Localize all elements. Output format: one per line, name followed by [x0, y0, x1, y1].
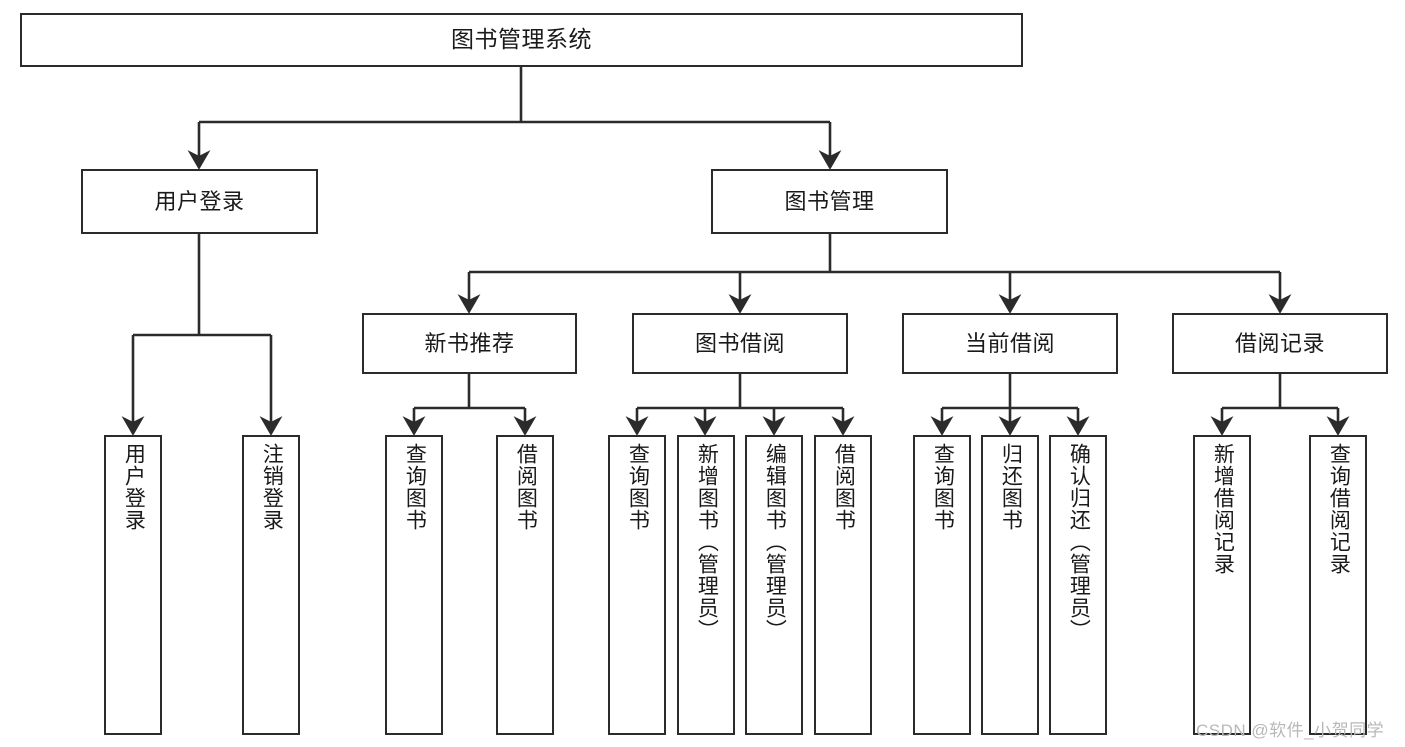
node-book-borrow[interactable]: 图书借阅 [632, 313, 848, 374]
leaf-add-borrow-record[interactable]: 新增借阅记录 [1193, 435, 1251, 735]
node-label: 新增图书（管理员） [695, 443, 719, 641]
leaf-borrow-book[interactable]: 借阅图书 [814, 435, 872, 735]
leaf-borrow-book-recommend[interactable]: 借阅图书 [496, 435, 554, 735]
leaf-confirm-return-admin[interactable]: 确认归还（管理员） [1049, 435, 1107, 735]
leaf-query-book-borrow[interactable]: 查询图书 [608, 435, 666, 735]
node-book-management[interactable]: 图书管理 [711, 169, 948, 234]
node-label: 用户登录 [122, 443, 146, 531]
node-label: 查询借阅记录 [1327, 443, 1351, 575]
node-label: 编辑图书（管理员） [763, 443, 787, 641]
leaf-add-book-admin[interactable]: 新增图书（管理员） [677, 435, 735, 735]
node-label: 归还图书 [999, 443, 1023, 531]
node-user-login[interactable]: 用户登录 [81, 169, 318, 234]
node-label: 查询图书 [626, 443, 650, 531]
node-current-borrow[interactable]: 当前借阅 [902, 313, 1118, 374]
node-root-system[interactable]: 图书管理系统 [20, 13, 1023, 67]
leaf-user-login[interactable]: 用户登录 [104, 435, 162, 735]
node-label: 用户登录 [154, 188, 245, 214]
node-label: 图书借阅 [694, 330, 785, 356]
leaf-query-book-recommend[interactable]: 查询图书 [385, 435, 443, 735]
node-label: 借阅记录 [1234, 330, 1325, 356]
leaf-query-book-current[interactable]: 查询图书 [913, 435, 971, 735]
leaf-return-book[interactable]: 归还图书 [981, 435, 1039, 735]
node-label: 注销登录 [260, 443, 284, 531]
node-borrow-record[interactable]: 借阅记录 [1172, 313, 1388, 374]
node-new-book-recommend[interactable]: 新书推荐 [362, 313, 577, 374]
node-label: 图书管理 [784, 188, 875, 214]
node-label: 当前借阅 [964, 330, 1055, 356]
leaf-edit-book-admin[interactable]: 编辑图书（管理员） [745, 435, 803, 735]
node-label: 确认归还（管理员） [1067, 443, 1091, 641]
node-label: 借阅图书 [832, 443, 856, 531]
leaf-query-borrow-record[interactable]: 查询借阅记录 [1309, 435, 1367, 735]
node-label: 借阅图书 [514, 443, 538, 531]
leaf-user-logout[interactable]: 注销登录 [242, 435, 300, 735]
node-label: 查询图书 [931, 443, 955, 531]
node-label: 新增借阅记录 [1211, 443, 1235, 575]
csdn-watermark: CSDN @软件_小贺同学 [1196, 721, 1385, 740]
node-label: 查询图书 [403, 443, 427, 531]
node-label: 图书管理系统 [451, 26, 592, 53]
node-label: 新书推荐 [424, 330, 515, 356]
